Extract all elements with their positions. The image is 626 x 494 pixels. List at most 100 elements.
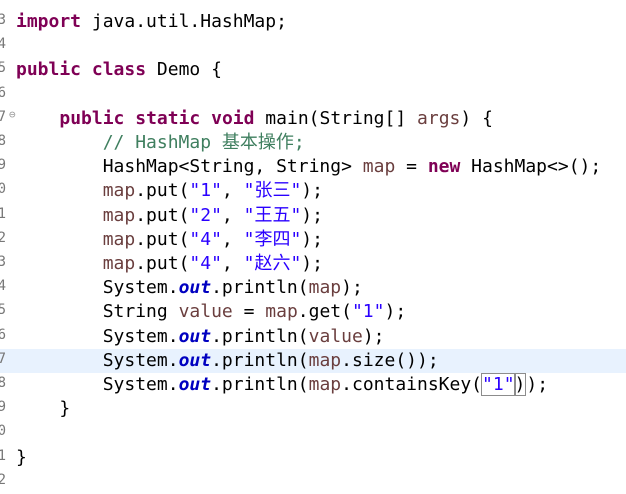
code-token-plain: System. (16, 374, 179, 395)
code-token-plain: .println( (211, 349, 309, 371)
code-line[interactable]: 5 String value = map.get("1"); (0, 300, 626, 324)
code-text: public class Demo { (16, 58, 222, 82)
line-number: 9 (0, 157, 6, 174)
code-token-plain: System. (16, 349, 179, 371)
code-token-kw: public (16, 59, 82, 81)
line-number: 1 (0, 447, 6, 464)
code-token-plain: ); (526, 374, 549, 395)
code-token-kw: new (427, 156, 461, 178)
code-token-plain (16, 108, 59, 129)
code-line[interactable]: 9 HashMap<String, String> map = new Hash… (0, 155, 626, 179)
code-token-kw: void (211, 107, 255, 129)
code-token-plain: String (16, 301, 179, 323)
line-number: 7 (0, 350, 6, 367)
code-line[interactable]: 4 (0, 34, 626, 58)
code-line[interactable]: 6 (0, 83, 626, 107)
code-token-plain (16, 132, 103, 153)
code-token-fld: out (178, 349, 212, 371)
code-token-str: "4" (189, 253, 222, 274)
code-line[interactable]: 5 public class Demo { (0, 58, 626, 82)
code-token-kw: public (59, 107, 125, 129)
code-line[interactable]: 0 (0, 421, 626, 445)
code-token-plain: ); (301, 180, 323, 202)
code-token-plain (16, 205, 103, 226)
line-number: 2 (0, 229, 6, 246)
fold-toggle-icon[interactable]: ⊖ (9, 107, 16, 121)
code-token-str: "1" (481, 373, 516, 396)
code-token-plain: java.util.HashMap; (81, 11, 287, 32)
code-token-plain (124, 108, 135, 129)
code-text: map.put("4", "李四"); (16, 228, 323, 252)
code-token-str: "王五" (243, 204, 302, 226)
code-token-plain: .put( (135, 253, 190, 274)
code-token-plain: } (16, 446, 27, 468)
code-line[interactable]: 9 } (0, 397, 626, 421)
code-token-plain: System. (16, 277, 179, 299)
code-token-plain: ); (301, 204, 323, 226)
line-number: 0 (0, 423, 6, 440)
code-token-plain: } (16, 398, 71, 420)
code-line[interactable]: 4 System.out.println(map); (0, 276, 626, 300)
code-token-str: "李四" (243, 228, 302, 250)
code-line[interactable]: 8 // HashMap 基本操作; (0, 131, 626, 155)
code-line[interactable]: 0 map.put("1", "张三"); (0, 179, 626, 203)
code-token-plain: .put( (135, 180, 190, 202)
code-line[interactable]: 2 map.put("4", "李四"); (0, 228, 626, 252)
code-token-plain: .println( (211, 277, 309, 299)
code-token-plain: HashMap<>(); (460, 156, 602, 178)
line-number: 5 (0, 60, 6, 77)
code-token-kw: static (135, 107, 201, 129)
code-token-plain: .containsKey( (341, 374, 483, 395)
code-line[interactable]: 6 System.out.println(value); (0, 325, 626, 349)
code-token-plain: .put( (135, 228, 190, 250)
code-token-fld: out (178, 374, 212, 395)
code-line[interactable]: 8 System.out.println(map.containsKey("1"… (0, 373, 626, 397)
code-token-plain (200, 108, 211, 129)
code-token-var: map (102, 253, 136, 274)
code-token-plain: , (221, 180, 244, 202)
code-line[interactable]: 7⊖ public static void main(String[] args… (0, 107, 626, 131)
code-line[interactable]: 3 map.put("4", "赵六"); (0, 252, 626, 276)
line-number: 6 (0, 84, 6, 101)
code-token-plain: .get( (297, 301, 352, 323)
code-token-plain: ); (384, 301, 407, 323)
code-token-var: map (362, 156, 396, 178)
line-number: 4 (0, 36, 6, 53)
code-line[interactable]: 2 (0, 470, 626, 494)
code-token-plain: , (221, 204, 244, 226)
code-text: System.out.println(map.containsKey("1"))… (16, 373, 548, 397)
code-token-plain (16, 229, 103, 250)
line-number: 9 (0, 399, 6, 416)
code-token-plain: System. (16, 325, 179, 347)
code-line[interactable]: 7 System.out.println(map.size()); (0, 348, 626, 373)
code-token-fld: out (178, 325, 212, 347)
line-number: 1 (0, 205, 6, 222)
code-text: System.out.println(map); (16, 276, 363, 300)
code-text: HashMap<String, String> map = new HashMa… (16, 155, 602, 179)
code-token-str: "赵六" (243, 253, 302, 274)
code-token-var: value (308, 325, 363, 347)
line-number: 6 (0, 326, 6, 343)
code-line[interactable]: 1} (0, 446, 626, 470)
code-text: import java.util.HashMap; (16, 10, 287, 34)
code-text: } (16, 397, 70, 421)
code-token-var: map (102, 204, 136, 226)
code-token-var: map (308, 374, 342, 395)
code-token-plain: ); (301, 228, 323, 250)
code-token-kw: class (91, 59, 147, 81)
code-token-plain: ); (362, 325, 385, 347)
code-token-plain: main(String[] (254, 107, 418, 129)
code-token-plain: .put( (135, 204, 190, 226)
code-token-str: "1" (189, 180, 222, 202)
code-token-plain: .println( (211, 325, 309, 347)
code-token-plain: .size()); (341, 349, 439, 371)
code-token-plain (81, 59, 92, 80)
code-token-kw: import (16, 11, 82, 32)
line-number: 7 (0, 108, 6, 125)
code-token-plain: Demo { (146, 59, 222, 81)
code-token-str: "1" (351, 301, 385, 323)
code-token-var: map (102, 180, 136, 202)
code-line[interactable]: 1 map.put("2", "王五"); (0, 204, 626, 228)
